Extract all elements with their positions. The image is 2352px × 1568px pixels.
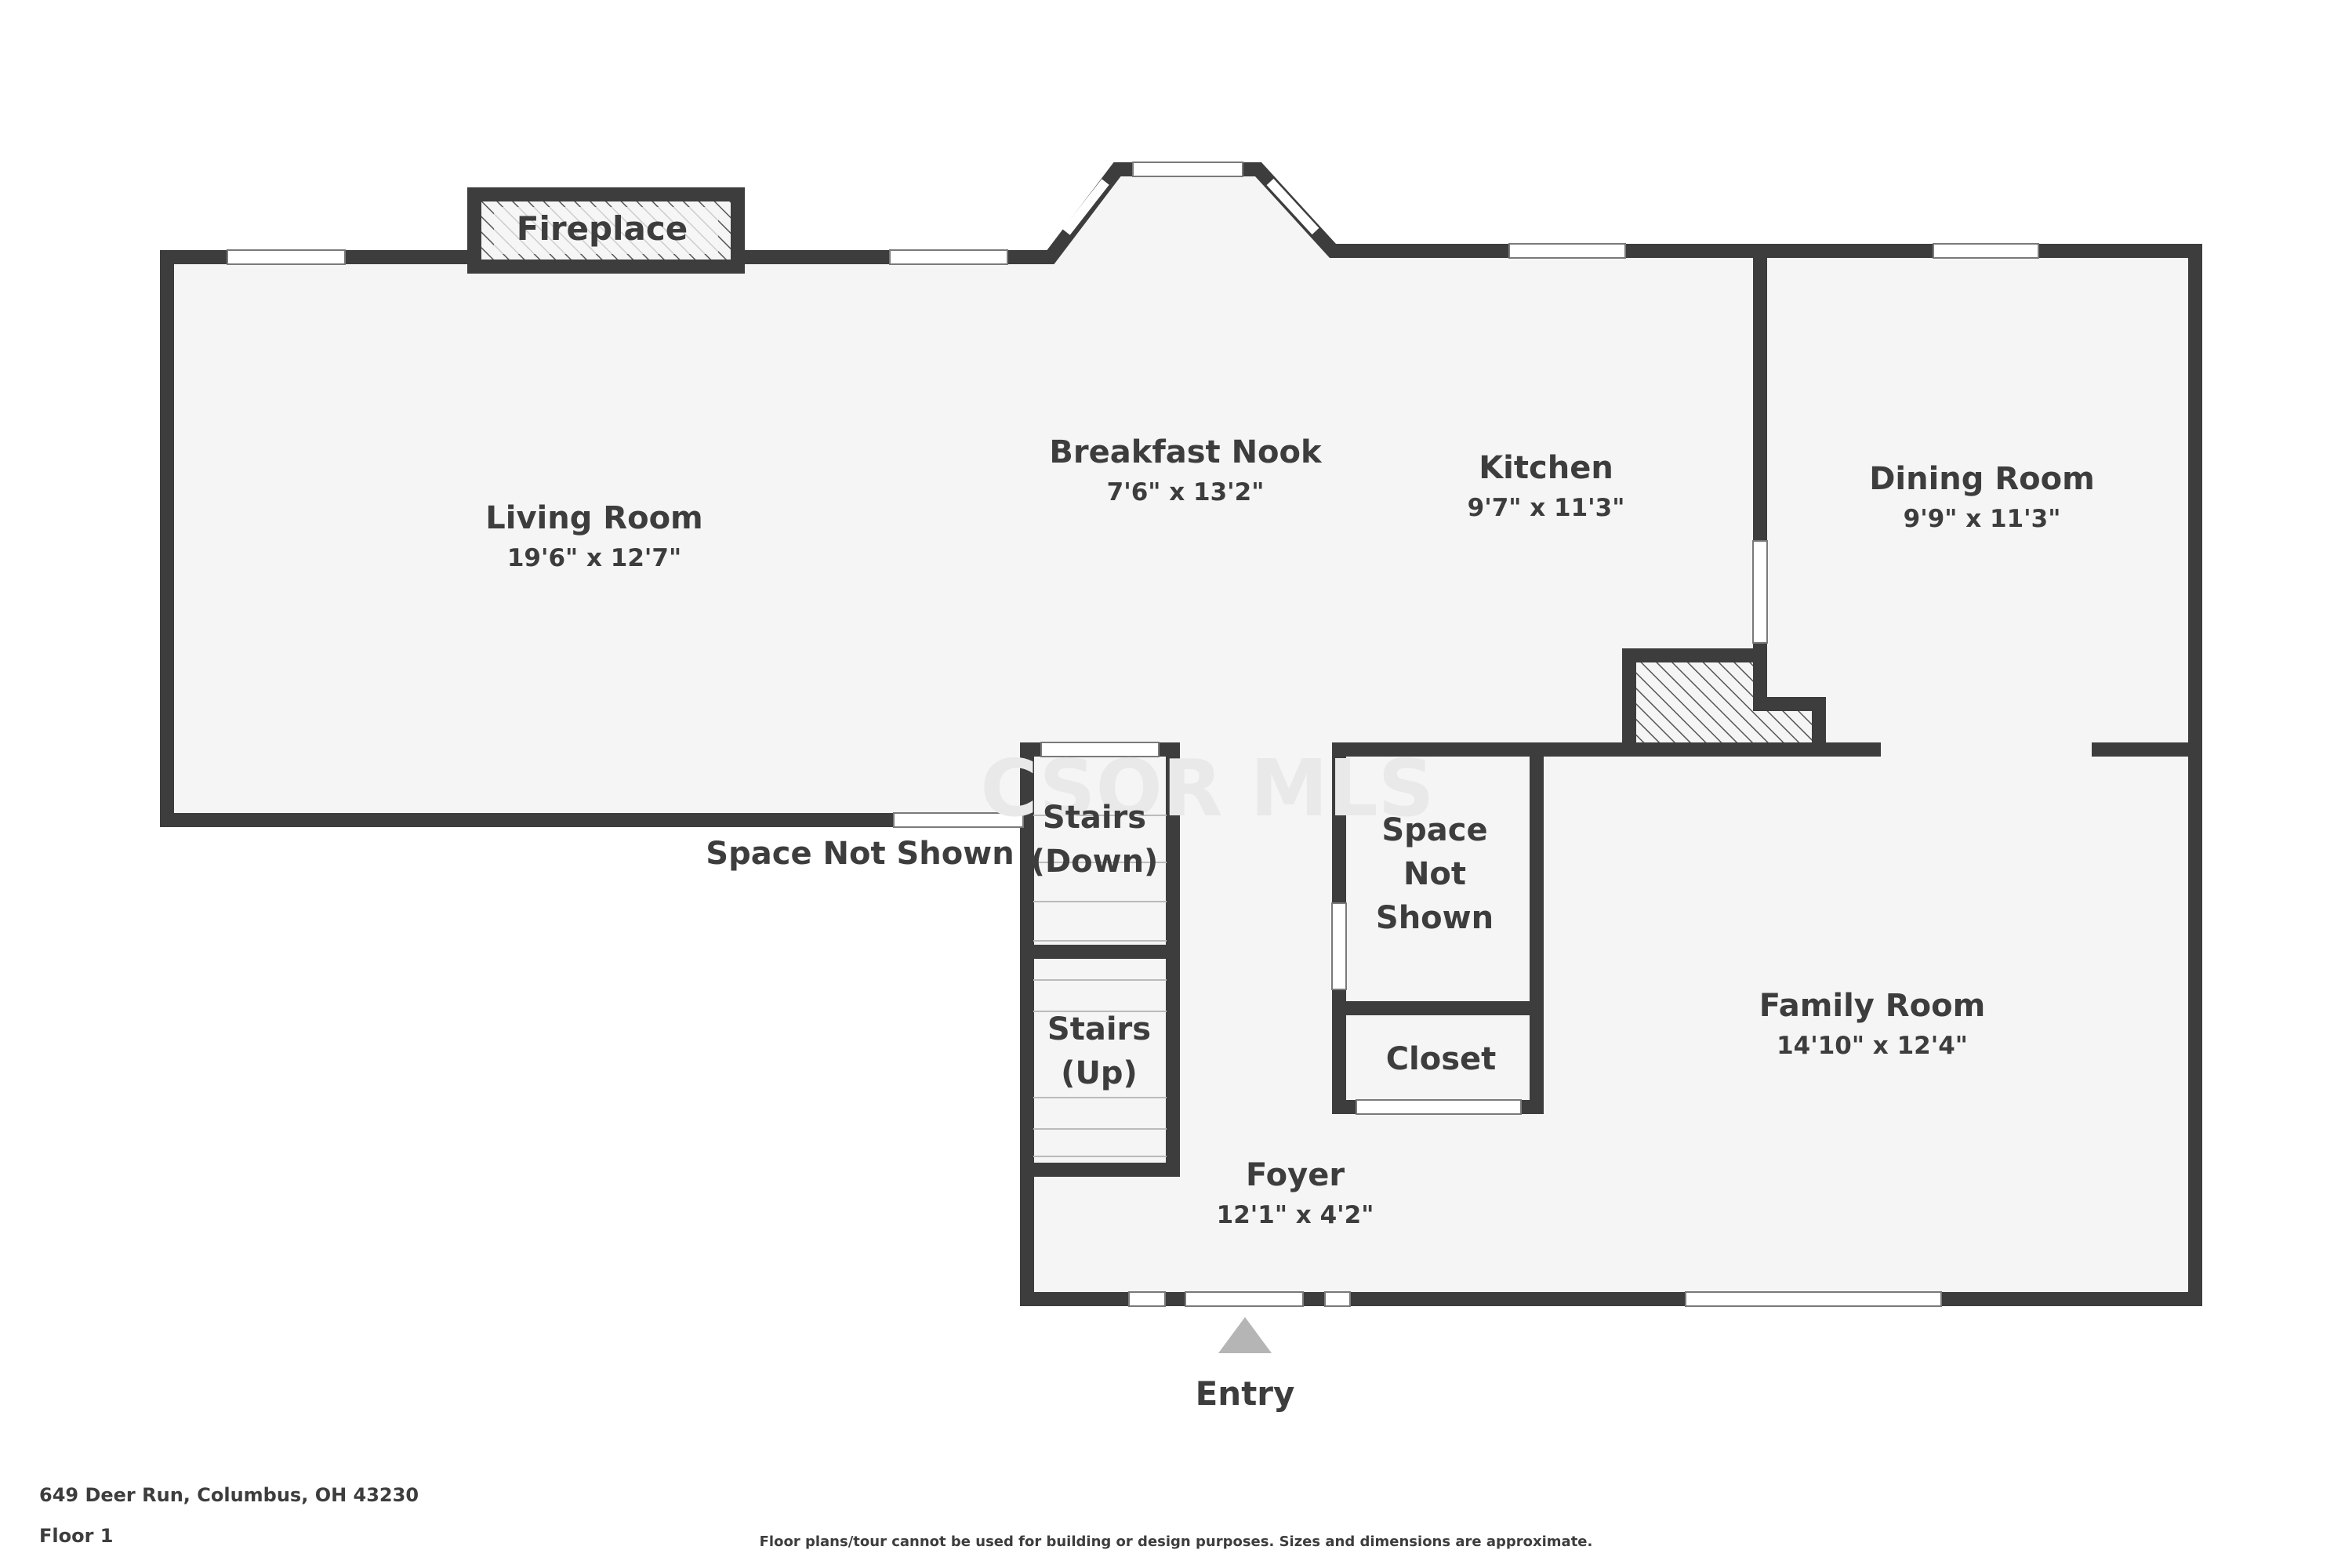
stairs-down-label-line2: (Down) bbox=[1031, 844, 1159, 880]
disclaimer: Floor plans/tour cannot be used for buil… bbox=[759, 1534, 1593, 1550]
fireplace: Fireplace bbox=[467, 187, 745, 274]
window-kitchen bbox=[1508, 243, 1626, 259]
breakfast-nook-dims: 7'6" x 13'2" bbox=[1107, 478, 1265, 506]
closet-label: Closet bbox=[1386, 1041, 1497, 1077]
entry-marker: Entry bbox=[1196, 1317, 1295, 1413]
foyer-name: Foyer bbox=[1246, 1157, 1345, 1193]
space-not-shown-center-line2: Not bbox=[1403, 856, 1466, 892]
stairs-down-label-line1: Stairs bbox=[1043, 800, 1146, 836]
doorway-closet bbox=[1356, 1099, 1522, 1115]
kitchen-dims: 9'7" x 11'3" bbox=[1468, 494, 1625, 522]
space-not-shown-center-line3: Shown bbox=[1376, 900, 1494, 936]
entry-arrow-icon bbox=[1218, 1317, 1272, 1353]
openings bbox=[227, 162, 2039, 1307]
room-labels: Living Room 19'6" x 12'7" Breakfast Nook… bbox=[485, 434, 2095, 1229]
stairs-up-label-line1: Stairs bbox=[1047, 1011, 1151, 1047]
kitchen-column bbox=[1622, 648, 1826, 757]
window-nook-top bbox=[1132, 162, 1243, 177]
stair-treads bbox=[1033, 815, 1167, 1157]
doorway-living-bottom bbox=[893, 812, 1024, 828]
dining-room-name: Dining Room bbox=[1869, 461, 2095, 497]
window-living-right bbox=[889, 249, 1008, 265]
window-living-left bbox=[227, 249, 346, 265]
window-dining bbox=[1933, 243, 2039, 259]
entry-label: Entry bbox=[1196, 1374, 1295, 1413]
stairs-top-opening bbox=[1040, 742, 1160, 757]
stairs-up-label-line2: (Up) bbox=[1061, 1055, 1138, 1091]
living-room-name: Living Room bbox=[485, 500, 702, 536]
fireplace-label: Fireplace bbox=[517, 209, 688, 248]
breakfast-nook-name: Breakfast Nook bbox=[1049, 434, 1323, 470]
window-family-bottom bbox=[1685, 1291, 1942, 1307]
doorway-kitchen-dining bbox=[1752, 540, 1768, 644]
kitchen-name: Kitchen bbox=[1479, 450, 1613, 486]
space-not-shown-center-line1: Space bbox=[1381, 812, 1487, 848]
property-address: 649 Deer Run, Columbus, OH 43230 bbox=[39, 1484, 419, 1506]
sidelight-right bbox=[1324, 1291, 1351, 1307]
family-room-dims: 14'10" x 12'4" bbox=[1777, 1032, 1968, 1060]
floor-fill bbox=[167, 169, 2195, 1299]
sidelight-left bbox=[1128, 1291, 1166, 1307]
doorway-space-not-shown bbox=[1331, 902, 1347, 990]
bay-windows bbox=[1062, 178, 1319, 235]
front-door[interactable] bbox=[1185, 1291, 1304, 1307]
living-room-dims: 19'6" x 12'7" bbox=[507, 544, 681, 572]
floor-label: Floor 1 bbox=[39, 1525, 114, 1547]
mls-watermark: CSOR MLS bbox=[980, 742, 1434, 834]
space-not-shown-left-label: Space Not Shown bbox=[706, 836, 1014, 872]
dining-room-dims: 9'9" x 11'3" bbox=[1904, 505, 2061, 533]
foyer-dims: 12'1" x 4'2" bbox=[1217, 1201, 1374, 1229]
family-room-name: Family Room bbox=[1759, 988, 1986, 1024]
